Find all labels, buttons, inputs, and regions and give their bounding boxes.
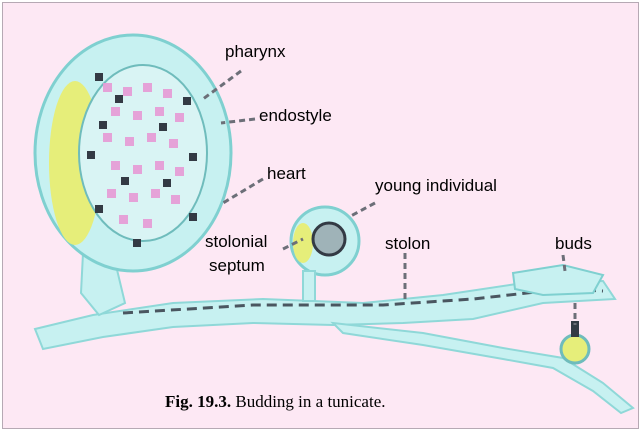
- label-endostyle: endostyle: [259, 106, 332, 125]
- label-septum: septum: [209, 256, 265, 275]
- bud-lower: [561, 335, 589, 363]
- label-buds: buds: [555, 234, 592, 253]
- label-young-individual: young individual: [375, 176, 497, 195]
- figure-caption: Fig. 19.3. Budding in a tunicate.: [165, 392, 386, 411]
- label-heart: heart: [267, 164, 306, 183]
- label-stolonial: stolonial: [205, 232, 267, 251]
- caption-text: Budding in a tunicate.: [235, 392, 385, 411]
- label-stolon: stolon: [385, 234, 430, 253]
- young-individual-core: [313, 223, 345, 255]
- label-pharynx: pharynx: [225, 42, 286, 61]
- young-individual-stalk: [303, 271, 315, 301]
- caption-number: Fig. 19.3.: [165, 392, 231, 411]
- tunicate-budding-diagram: pharynx endostyle heart young individual…: [3, 3, 639, 429]
